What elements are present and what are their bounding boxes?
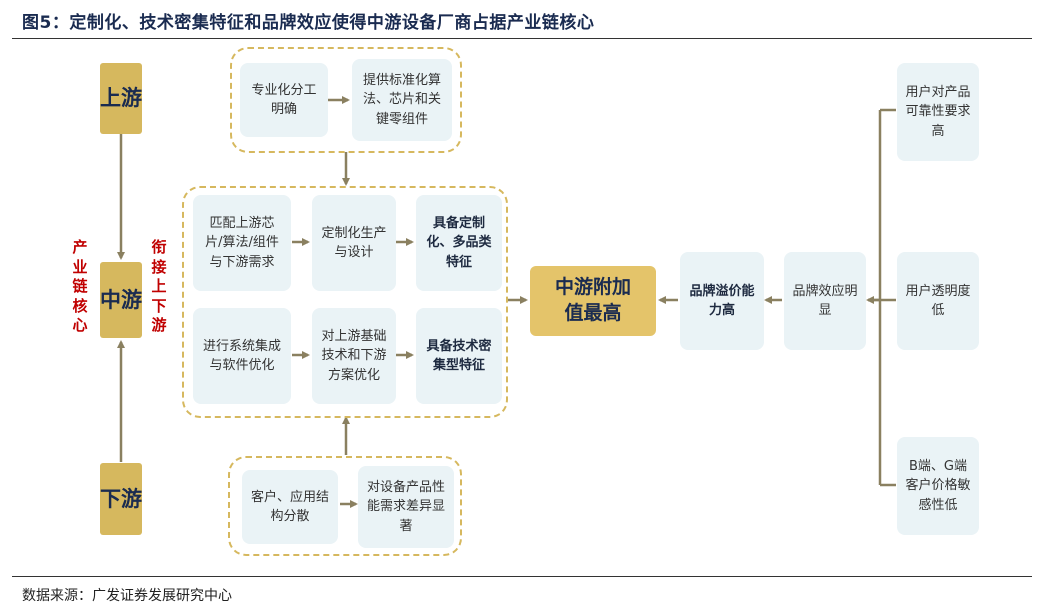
box-tech-optimization: 对上游基础技术和下游方案优化: [312, 308, 396, 404]
bottom-rule: [12, 576, 1032, 577]
stream-downstream: 下游: [100, 463, 142, 535]
box-brand-premium: 品牌溢价能力高: [680, 252, 764, 350]
box-dispersed-clients: 客户、应用结构分散: [242, 470, 338, 544]
box-demand-difference: 对设备产品性能需求差异显著: [358, 466, 454, 548]
stream-upstream: 上游: [100, 63, 142, 134]
box-standard-components: 提供标准化算法、芯片和关键零组件: [352, 59, 452, 141]
box-system-integration: 进行系统集成与软件优化: [193, 308, 291, 404]
box-tech-feature: 具备技术密集型特征: [416, 308, 502, 404]
core-value-box: 中游附加值最高: [530, 266, 656, 336]
top-group-frame: [230, 47, 462, 153]
box-client-price-sensitivity: B端、G端客户价格敏感性低: [897, 437, 979, 535]
middle-group-frame: [182, 186, 508, 418]
stream-midstream: 中游: [100, 262, 142, 338]
box-brand-effect: 品牌效应明显: [784, 252, 866, 350]
box-user-reliability: 用户对产品可靠性要求高: [897, 63, 979, 161]
box-specialization: 专业化分工明确: [240, 63, 328, 137]
box-match-demand: 匹配上游芯片/算法/组件与下游需求: [193, 195, 291, 291]
box-custom-feature: 具备定制化、多品类特征: [416, 195, 502, 291]
top-rule: [12, 38, 1032, 39]
bottom-group-frame: [228, 456, 462, 556]
label-link-streams: 衔接上下游: [151, 238, 167, 334]
label-industry-core: 产业链核心: [72, 238, 88, 334]
data-source: 数据来源：广发证券发展研究中心: [22, 588, 232, 604]
figure-title: 图5：定制化、技术密集特征和品牌效应使得中游设备厂商占据产业链核心: [22, 13, 595, 33]
box-custom-production: 定制化生产与设计: [312, 195, 396, 291]
box-user-transparency: 用户透明度低: [897, 252, 979, 350]
